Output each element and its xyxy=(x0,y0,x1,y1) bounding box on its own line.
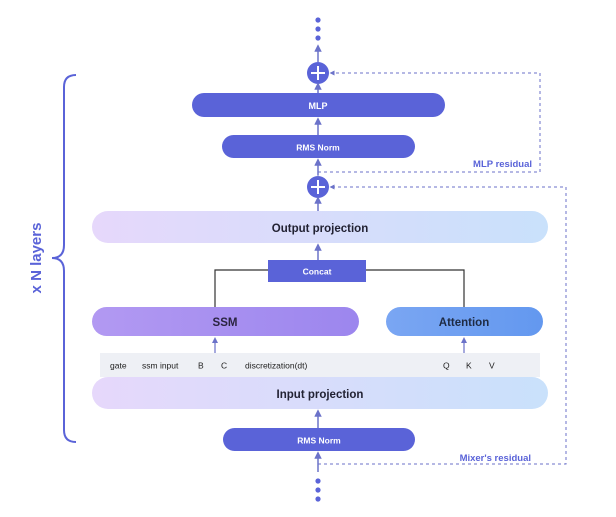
layers-side-label: x N layers xyxy=(28,223,45,294)
split-item-q: Q xyxy=(443,361,450,371)
attention-block xyxy=(386,307,543,336)
split-item-b: B xyxy=(198,361,204,371)
left-brace-icon xyxy=(51,74,77,443)
mixer-residual-label: Mixer's residual xyxy=(460,453,531,464)
split-item-ssm-input: ssm input xyxy=(142,361,179,371)
concat-label: Concat xyxy=(303,267,332,277)
input-projection-label: Input projection xyxy=(277,389,364,401)
concat-block xyxy=(268,260,366,282)
rms-norm-top-label: RMS Norm xyxy=(296,143,340,153)
plus-circle-icon xyxy=(307,176,329,198)
split-item-k: K xyxy=(466,361,472,371)
vertical-ellipsis-icon xyxy=(315,478,321,502)
rms-norm-top-block xyxy=(222,135,415,158)
split-item-dt: discretization(dt) xyxy=(245,361,308,371)
ssm-block xyxy=(92,307,359,336)
split-item-gate: gate xyxy=(110,361,127,371)
output-projection-block xyxy=(92,211,548,243)
split-item-v: V xyxy=(489,361,495,371)
mlp-residual-label: MLP residual xyxy=(473,159,532,170)
input-projection-block xyxy=(92,377,548,409)
concat-connector xyxy=(214,269,465,307)
rms-norm-bottom-block xyxy=(223,428,415,451)
mlp-residual-path xyxy=(317,70,541,178)
mlp-label: MLP xyxy=(309,101,328,111)
ssm-label: SSM xyxy=(213,317,238,329)
mlp-block xyxy=(192,93,445,117)
vertical-ellipsis-icon xyxy=(315,17,321,41)
attention-label: Attention xyxy=(439,317,489,329)
split-item-c: C xyxy=(221,361,227,371)
rms-norm-bottom-label: RMS Norm xyxy=(297,436,341,446)
plus-circle-icon xyxy=(307,62,329,84)
input-split-items: gate ssm input B C discretization(dt) Q … xyxy=(110,361,495,371)
output-projection-label: Output projection xyxy=(272,223,368,235)
mixer-residual-path xyxy=(318,184,567,465)
input-split-bar xyxy=(100,353,540,377)
